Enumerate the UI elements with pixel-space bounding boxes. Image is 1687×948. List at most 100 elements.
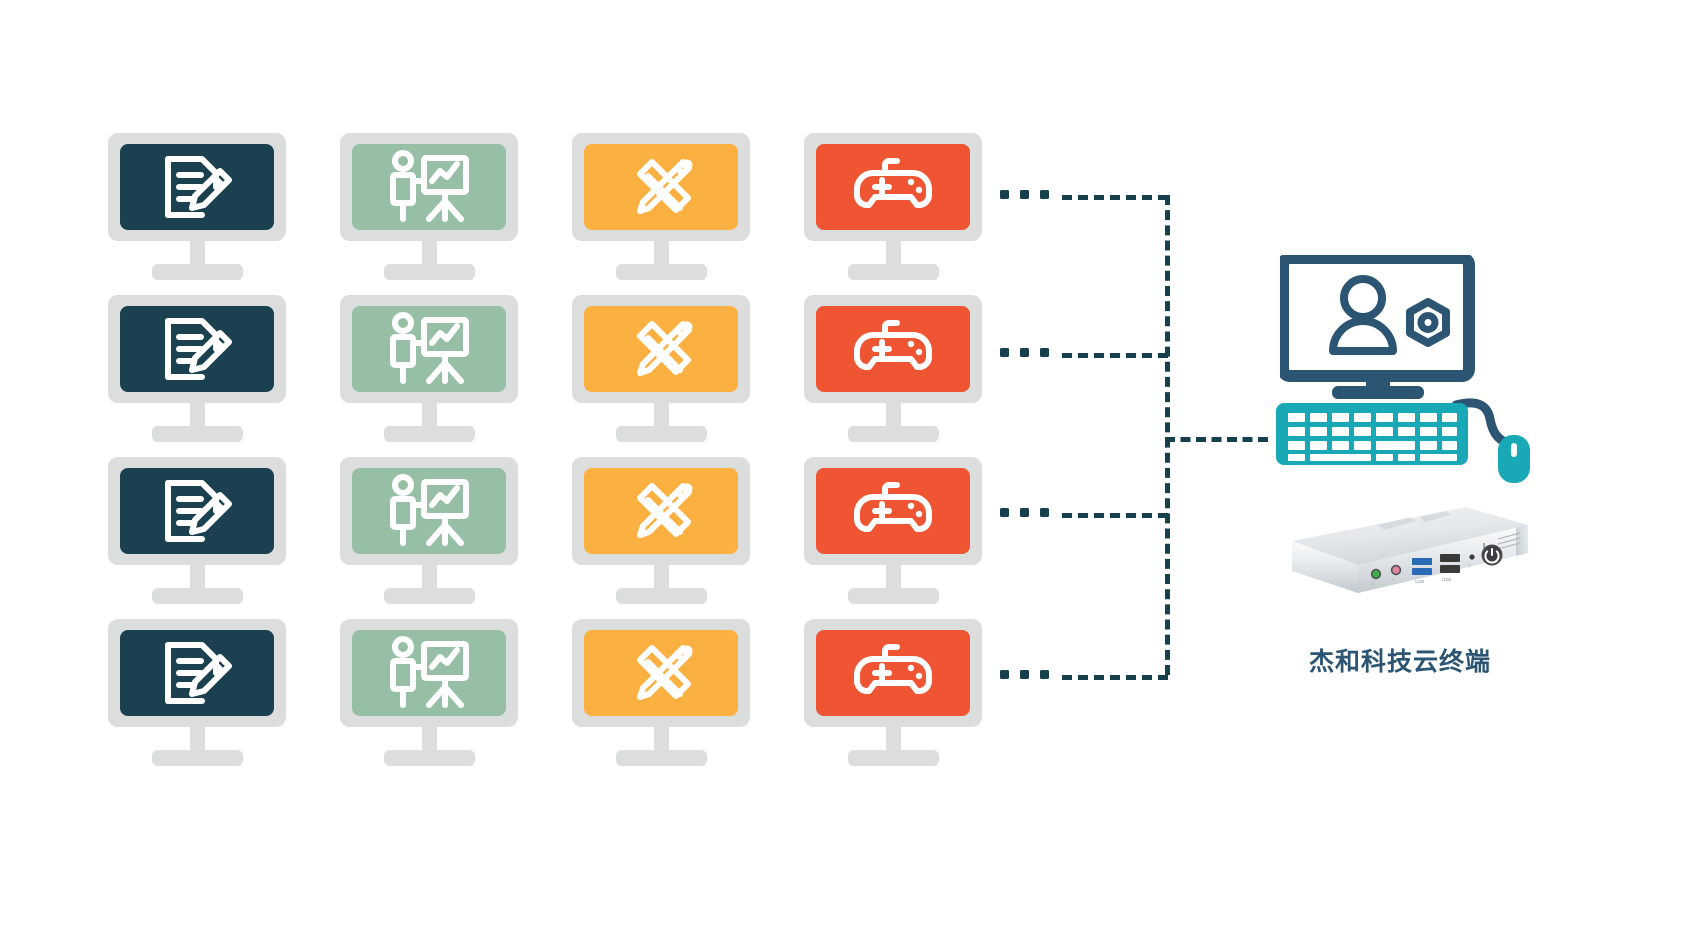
monitor-base <box>616 426 707 442</box>
row-ellipsis <box>1000 508 1049 517</box>
svg-text:USB: USB <box>1415 579 1424 584</box>
monitor-neck <box>422 403 437 430</box>
monitor-neck <box>654 403 669 430</box>
client-monitor-document[interactable] <box>108 619 286 769</box>
terminal-caption: 杰和科技云终端 <box>1308 648 1491 676</box>
client-monitor-design[interactable] <box>572 133 750 283</box>
client-monitor-document[interactable] <box>108 457 286 607</box>
monitor-screen-document <box>120 630 274 716</box>
branch-line <box>1062 675 1168 680</box>
row-ellipsis <box>1000 670 1049 679</box>
monitor-neck <box>190 241 205 268</box>
svg-text:⌂: ⌂ <box>1371 581 1374 586</box>
client-monitor-gaming[interactable] <box>804 133 982 283</box>
monitor-screen-gaming <box>816 306 970 392</box>
monitor-neck <box>886 403 901 430</box>
monitor-screen-document <box>120 306 274 392</box>
monitor-screen-presentation <box>352 630 506 716</box>
monitor-base <box>616 588 707 604</box>
monitor-base <box>152 588 243 604</box>
client-monitor-gaming[interactable] <box>804 457 982 607</box>
monitor-screen-gaming <box>816 630 970 716</box>
gamepad-icon <box>851 155 935 219</box>
document-edit-icon <box>158 475 236 547</box>
trunk-line <box>1165 195 1170 675</box>
monitor-neck <box>190 727 205 754</box>
client-monitor-document[interactable] <box>108 295 286 445</box>
mini-pc-icon: ⌂ ⌁ USB USB ○ <box>1270 495 1530 615</box>
presentation-icon <box>386 150 472 224</box>
monitor-screen-presentation <box>352 306 506 392</box>
mouse-icon <box>1498 435 1530 483</box>
monitor-neck <box>190 565 205 592</box>
presentation-icon <box>386 636 472 710</box>
monitor-screen-gaming <box>816 468 970 554</box>
branch-line <box>1062 195 1168 200</box>
keyboard-icon <box>1276 398 1530 483</box>
svg-text:USB: USB <box>1442 577 1451 582</box>
branch-line <box>1062 353 1168 358</box>
monitor-screen-gaming <box>816 144 970 230</box>
monitor-base <box>848 588 939 604</box>
ruler-pencil-icon <box>621 148 701 226</box>
monitor-screen-design <box>584 144 738 230</box>
ruler-pencil-icon <box>621 472 701 550</box>
monitor-neck <box>886 241 901 268</box>
svg-text:⌁: ⌁ <box>1391 577 1394 582</box>
presentation-icon <box>386 474 472 548</box>
monitor-neck <box>422 241 437 268</box>
ruler-pencil-icon <box>621 634 701 712</box>
client-monitor-gaming[interactable] <box>804 619 982 769</box>
monitor-base <box>152 426 243 442</box>
monitor-neck <box>654 241 669 268</box>
client-monitor-gaming[interactable] <box>804 295 982 445</box>
monitor-screen-presentation <box>352 144 506 230</box>
monitor-base <box>848 750 939 766</box>
row-ellipsis <box>1000 348 1049 357</box>
monitor-neck <box>654 727 669 754</box>
client-monitor-presentation[interactable] <box>340 457 518 607</box>
monitor-screen-document <box>120 144 274 230</box>
monitor-base <box>848 426 939 442</box>
client-monitor-design[interactable] <box>572 457 750 607</box>
monitor-base <box>616 264 707 280</box>
monitor-neck <box>422 565 437 592</box>
monitor-screen-design <box>584 630 738 716</box>
gamepad-icon <box>851 479 935 543</box>
document-edit-icon <box>158 313 236 385</box>
monitor-neck <box>886 727 901 754</box>
cloud-terminal-group: ⌂ ⌁ USB USB ○ 杰和科技云终端 <box>1270 250 1530 720</box>
monitor-neck <box>654 565 669 592</box>
monitor-neck <box>422 727 437 754</box>
client-monitor-document[interactable] <box>108 133 286 283</box>
monitor-base <box>384 588 475 604</box>
row-ellipsis <box>1000 190 1049 199</box>
branch-line <box>1062 513 1168 518</box>
client-monitor-presentation[interactable] <box>340 133 518 283</box>
client-monitor-design[interactable] <box>572 619 750 769</box>
ruler-pencil-icon <box>621 310 701 388</box>
monitor-screen-document <box>120 468 274 554</box>
monitor-base <box>384 426 475 442</box>
gamepad-icon <box>851 317 935 381</box>
presentation-icon <box>386 312 472 386</box>
client-monitor-design[interactable] <box>572 295 750 445</box>
client-monitor-presentation[interactable] <box>340 295 518 445</box>
svg-text:○: ○ <box>1468 563 1471 568</box>
server-link-line <box>1165 437 1268 442</box>
monitor-screen-design <box>584 468 738 554</box>
monitor-icon <box>1280 255 1475 399</box>
monitor-base <box>616 750 707 766</box>
monitor-base <box>152 264 243 280</box>
monitor-screen-design <box>584 306 738 392</box>
document-edit-icon <box>158 637 236 709</box>
client-monitor-presentation[interactable] <box>340 619 518 769</box>
monitor-base <box>384 264 475 280</box>
monitor-neck <box>190 403 205 430</box>
monitor-base <box>384 750 475 766</box>
monitor-neck <box>886 565 901 592</box>
gamepad-icon <box>851 641 935 705</box>
monitor-base <box>848 264 939 280</box>
monitor-screen-presentation <box>352 468 506 554</box>
